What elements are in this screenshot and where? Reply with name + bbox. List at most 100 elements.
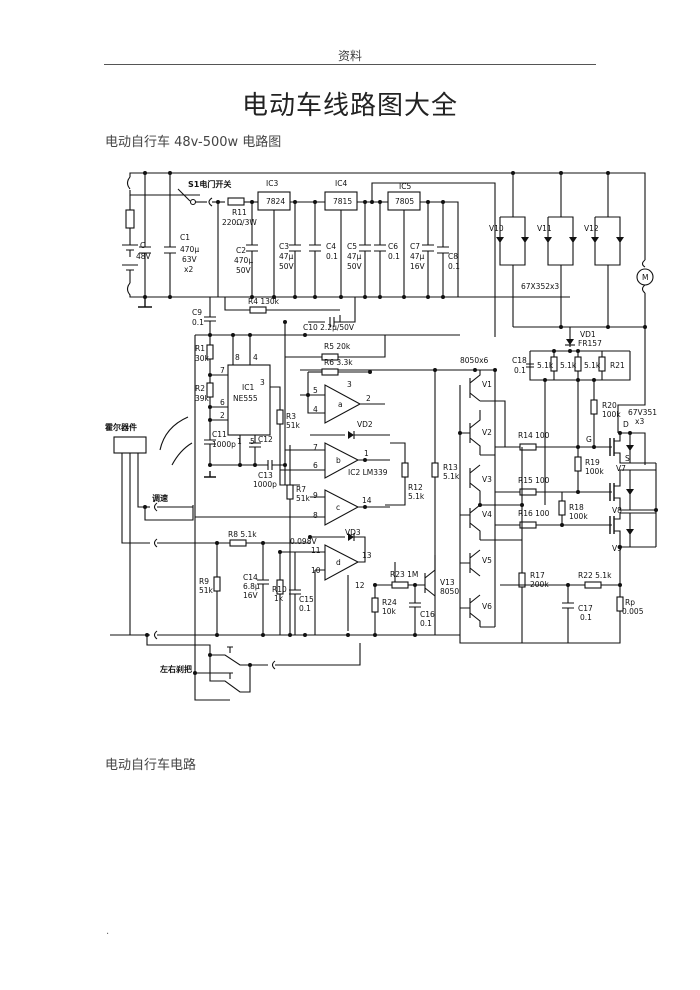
battery-icon bbox=[122, 244, 138, 283]
mosfet-label: 67V351 bbox=[628, 408, 657, 417]
ic1-pin7: 7 bbox=[220, 366, 225, 375]
c3-ref: C3 bbox=[279, 242, 289, 251]
r2-ref: R2 bbox=[195, 384, 205, 393]
brake-section: 左右刹把 bbox=[145, 633, 361, 701]
r6-label: R6 3.3k bbox=[324, 358, 353, 367]
c14-val: 6.8μ bbox=[243, 582, 260, 591]
transistor-v1: V1 bbox=[469, 370, 492, 402]
r15-label: R15 100 bbox=[518, 476, 550, 485]
circuit-schematic: C 48V C1 470μ 63V x2 S1电门开关 R11 220Ω/3W bbox=[105, 171, 658, 701]
c5-ref: C5 bbox=[347, 242, 357, 251]
ic5-part: 7805 bbox=[395, 197, 414, 206]
page-title: 电动车线路图大全 bbox=[241, 91, 458, 121]
ref-voltage: 0.098V bbox=[290, 537, 317, 546]
ic1-pin8: 8 bbox=[235, 353, 240, 362]
v8-ref: V8 bbox=[612, 506, 622, 515]
c2-ref: C2 bbox=[236, 246, 246, 255]
c16-val: 0.1 bbox=[420, 619, 432, 628]
c1-voltage: 63V bbox=[182, 255, 198, 264]
vd1-ref: VD1 bbox=[580, 330, 596, 339]
r1-val: 30k bbox=[195, 354, 210, 363]
c1-ref: C1 bbox=[180, 233, 190, 242]
c11-val: 1000p bbox=[212, 440, 236, 449]
r20-val: 100k bbox=[602, 410, 621, 419]
c17-ref: C17 bbox=[578, 604, 593, 613]
c7-val: 47μ bbox=[410, 252, 425, 261]
r20-ref: R20 bbox=[602, 401, 617, 410]
motor-label: M bbox=[642, 273, 648, 282]
battery-ref: C bbox=[140, 241, 145, 250]
r19-val: 100k bbox=[585, 467, 604, 476]
comparator-b bbox=[324, 442, 360, 479]
mosfet-section: 67V351 x3 G D S V7 V8 V9 R14 100 R15 100 bbox=[495, 408, 658, 640]
r12-ref: R12 bbox=[408, 483, 423, 492]
ic1-pin4: 4 bbox=[253, 353, 258, 362]
r3-val: 51k bbox=[286, 421, 301, 430]
hall-magnet-icon bbox=[159, 416, 189, 451]
ic1-part: NE555 bbox=[233, 394, 258, 403]
r19-ref: R19 bbox=[585, 458, 600, 467]
ic1-ne555 bbox=[227, 364, 271, 436]
svg-text:2: 2 bbox=[366, 394, 371, 403]
c1-value: 470μ bbox=[180, 245, 199, 254]
r9-ref: R9 bbox=[199, 577, 209, 586]
r9-val: 51k bbox=[199, 586, 214, 595]
c3-val: 47μ bbox=[279, 252, 294, 261]
c14-ref: C14 bbox=[243, 573, 258, 582]
v7-source-label: S bbox=[625, 454, 630, 463]
c16-ref: C16 bbox=[420, 610, 435, 619]
power-section: C 48V C1 470μ 63V x2 S1电门开关 R11 220Ω/3W bbox=[122, 171, 646, 337]
r13-ref: R13 bbox=[443, 463, 458, 472]
svg-text:d: d bbox=[336, 558, 341, 567]
mosfet-count: x3 bbox=[635, 417, 644, 426]
svg-text:6: 6 bbox=[313, 461, 318, 470]
output-diode-section: V10 V11 V12 67X352x3 M VD1 FR157 bbox=[489, 171, 654, 433]
r10-ref: R10 bbox=[272, 585, 287, 594]
v10-ref: V10 bbox=[489, 224, 504, 233]
c8-val: 0.1 bbox=[448, 262, 460, 271]
c4-ref: C4 bbox=[326, 242, 336, 251]
r18-val: 100k bbox=[569, 512, 588, 521]
r11-ref: R11 bbox=[232, 208, 247, 217]
svg-text:12: 12 bbox=[355, 581, 365, 590]
svg-text:V5: V5 bbox=[482, 556, 492, 565]
v9-ref: V9 bbox=[612, 544, 622, 553]
r13-val: 5.1k bbox=[443, 472, 460, 481]
svg-text:4: 4 bbox=[313, 405, 318, 414]
c10-label: C10 2.2μ/50V bbox=[303, 323, 355, 332]
svg-text:V2: V2 bbox=[482, 428, 492, 437]
c14-v: 16V bbox=[243, 591, 259, 600]
vd1-part: FR157 bbox=[578, 339, 602, 348]
switch-label: S1电门开关 bbox=[188, 179, 231, 189]
r17-ref: R17 bbox=[530, 571, 545, 580]
r24-ref: R24 bbox=[382, 598, 397, 607]
r-net-2: 5.1k bbox=[560, 361, 577, 370]
comparator-c bbox=[324, 489, 360, 526]
ic4-ref: IC4 bbox=[335, 179, 347, 188]
r7-ref: R7 bbox=[296, 485, 306, 494]
c18-val: 0.1 bbox=[514, 366, 526, 375]
r16-label: R16 100 bbox=[518, 509, 550, 518]
svg-text:5: 5 bbox=[313, 386, 318, 395]
svg-text:b: b bbox=[336, 456, 341, 465]
sense-network: C18 0.1 5.1k 5.1k 5.1k R21 R20 100k bbox=[512, 349, 631, 505]
c15-val: 0.1 bbox=[299, 604, 311, 613]
c3-v: 50V bbox=[279, 262, 295, 271]
c6-val: 0.1 bbox=[388, 252, 400, 261]
c13-val: 1000p bbox=[253, 480, 277, 489]
r3-ref: R3 bbox=[286, 412, 296, 421]
svg-text:a: a bbox=[338, 400, 343, 409]
r-net-1: 5.1k bbox=[537, 361, 554, 370]
brake-label: 左右刹把 bbox=[159, 664, 192, 674]
ic2-label: IC2 LM339 bbox=[348, 468, 388, 477]
comparator-d bbox=[324, 544, 360, 581]
c5-val: 47μ bbox=[347, 252, 362, 261]
transistor-v4: V4 bbox=[469, 504, 492, 540]
r-net-3: 5.1k bbox=[584, 361, 601, 370]
bridge-label: 67X352x3 bbox=[521, 282, 559, 291]
ic1-ref: IC1 bbox=[242, 383, 254, 392]
ic1-pin5: 5 bbox=[250, 437, 255, 446]
svg-text:7: 7 bbox=[313, 443, 318, 452]
ground-icon-2 bbox=[204, 471, 216, 478]
vd2-ref: VD2 bbox=[357, 420, 373, 429]
